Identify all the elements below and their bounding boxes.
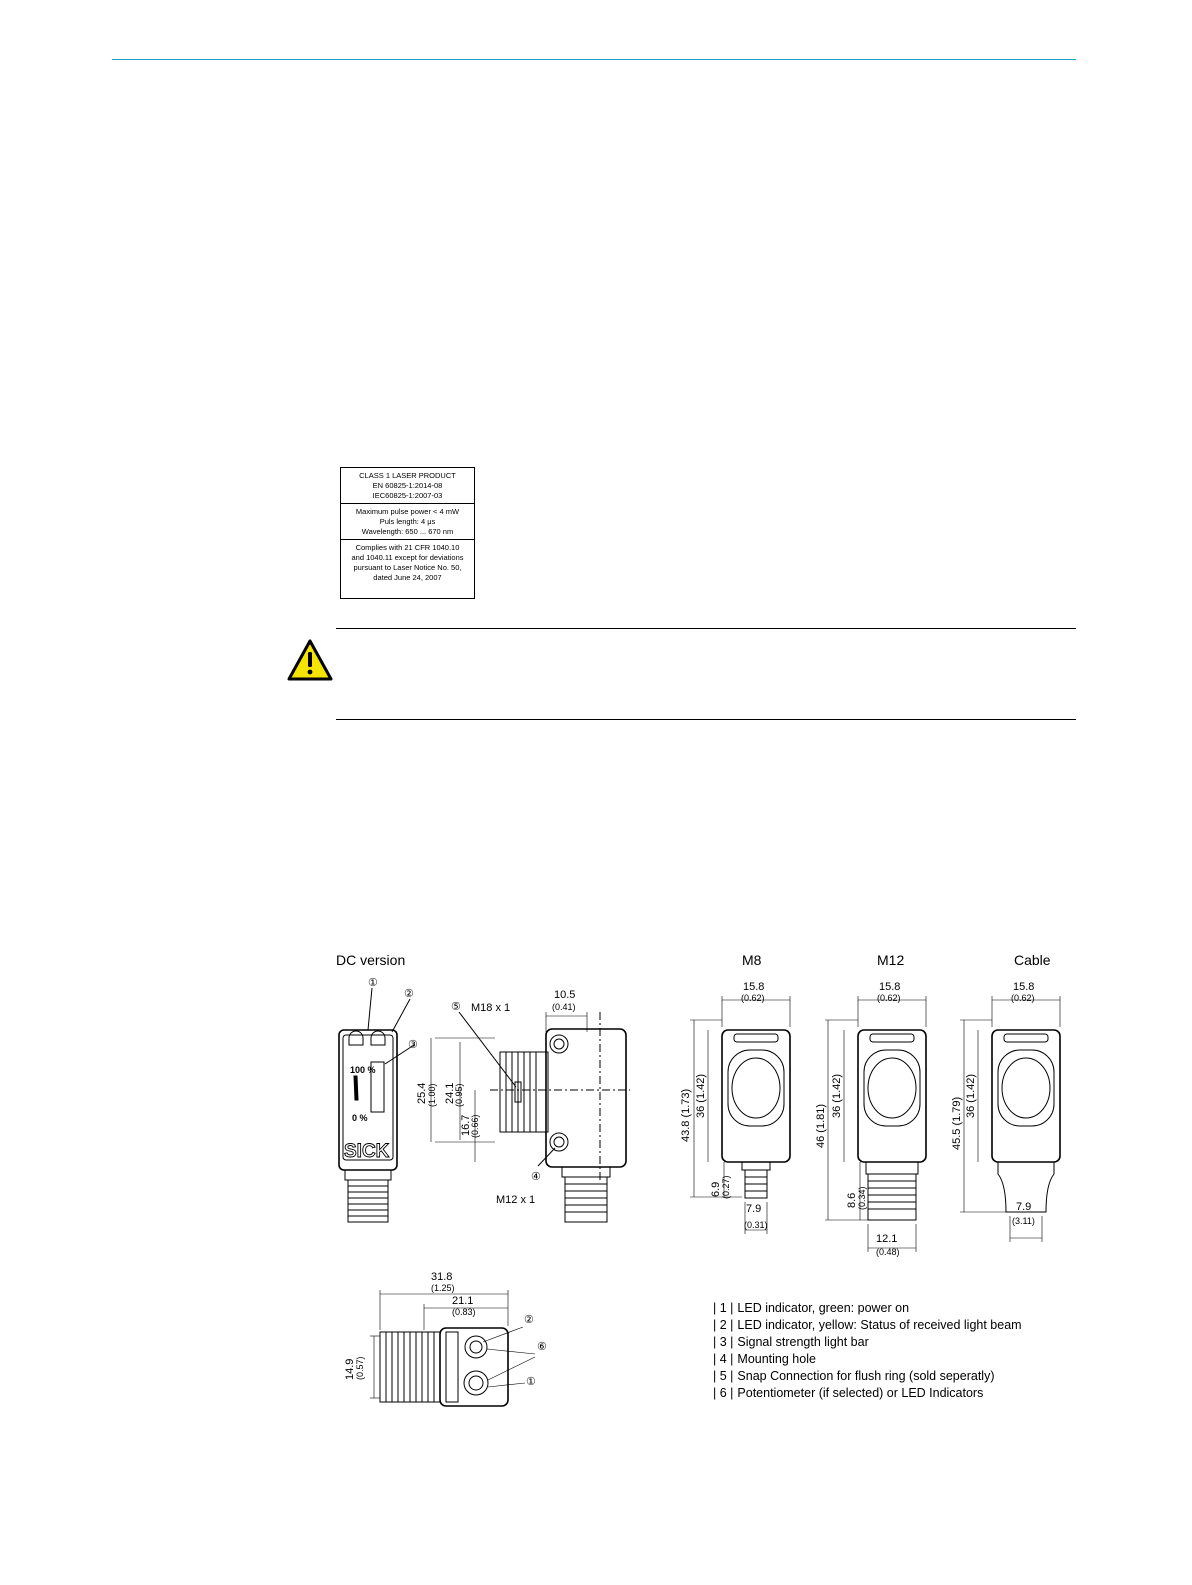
legend-item: | 2 |LED indicator, yellow: Status of re… [713, 1317, 1073, 1334]
cable-view [960, 996, 1061, 1242]
legend-item: | 4 |Mounting hole [713, 1351, 1073, 1368]
callout-2: ② [404, 988, 414, 1000]
callout-3: ③ [408, 1039, 418, 1051]
dim-25-4-inch: (1.00) [427, 1083, 437, 1107]
laser-label-line: CLASS 1 LASER PRODUCT [359, 471, 456, 480]
m8-connector-width-inch: (0.31) [744, 1220, 768, 1230]
m8-width: 15.8 [743, 981, 764, 993]
warning-rule-bottom [336, 719, 1076, 720]
title-m12: M12 [877, 952, 904, 968]
legend-text: LED indicator, yellow: Status of receive… [737, 1318, 1022, 1332]
legend-item: | 6 |Potentiometer (if selected) or LED … [713, 1385, 1073, 1402]
legend-number: | 5 | [713, 1369, 734, 1383]
callout-1: ① [368, 977, 378, 989]
dim-16-7: 16.7 [460, 1115, 472, 1136]
laser-label-line: Puls length: 4 μs [379, 517, 436, 526]
header-rule [112, 59, 1076, 60]
cable-width-inch: (0.62) [1011, 993, 1035, 1003]
cable-width: 15.8 [1013, 981, 1034, 993]
cable-end-width: 7.9 [1016, 1201, 1031, 1213]
title-dc-version: DC version [336, 952, 405, 968]
legend-number: | 1 | [713, 1301, 734, 1315]
title-m8: M8 [742, 952, 762, 968]
top-length-inch: (1.25) [431, 1283, 455, 1293]
cable-end-width-inch: (3.11) [1012, 1216, 1035, 1226]
laser-class-label: CLASS 1 LASER PRODUCT EN 60825-1:2014-08… [340, 467, 475, 599]
m12-connector-width: 12.1 [876, 1233, 897, 1245]
legend-number: | 2 | [713, 1318, 734, 1332]
dim-16-7-inch: (0.66) [470, 1114, 480, 1138]
m12-width: 15.8 [879, 981, 900, 993]
laser-label-line: dated June 24, 2007 [373, 573, 442, 582]
top-length: 31.8 [431, 1271, 452, 1283]
callout-5: ⑤ [451, 1001, 461, 1013]
top-body-length-inch: (0.83) [452, 1307, 476, 1317]
legend-number: | 4 | [713, 1352, 734, 1366]
laser-label-line: Wavelength: 650 ... 670 nm [361, 527, 454, 536]
legend-item: | 3 |Signal strength light bar [713, 1334, 1073, 1351]
m12-view [825, 996, 927, 1252]
legend-text: LED indicator, green: power on [737, 1301, 910, 1315]
top-callout-2: ② [524, 1314, 534, 1326]
dim-24-1: 24.1 [444, 1083, 456, 1104]
m8-view [690, 996, 791, 1234]
m12-connector-height-inch: (0.34) [857, 1186, 867, 1210]
cable-body-height: 36 (1.42) [965, 1074, 977, 1118]
laser-label-line: Maximum pulse power < 4 mW [355, 507, 460, 516]
legend-text: Snap Connection for flush ring (sold sep… [737, 1369, 995, 1383]
label-0-percent: 0 % [352, 1113, 368, 1123]
m12-total-height: 46 (1.81) [815, 1104, 827, 1148]
top-view [370, 1290, 536, 1407]
top-width: 14.9 [344, 1359, 356, 1380]
top-body-length: 21.1 [452, 1295, 473, 1307]
top-callout-1: ① [526, 1376, 536, 1388]
laser-label-line: EN 60825-1:2014-08 [372, 481, 443, 490]
m8-connector-height: 6.9 [710, 1182, 722, 1197]
callout-4: ④ [531, 1171, 541, 1183]
laser-label-line: and 1040.11 except for deviations [351, 553, 464, 562]
thread-m12: M12 x 1 [496, 1194, 535, 1206]
laser-label-line: Complies with 21 CFR 1040.10 [355, 543, 460, 552]
m8-connector-height-inch: (0.27) [721, 1175, 731, 1199]
laser-label-line: pursuant to Laser Notice No. 50, [353, 563, 462, 572]
legend-number: | 6 | [713, 1386, 734, 1400]
side-view [430, 1011, 630, 1223]
laser-label-compliance-section: Complies with 21 CFR 1040.10 and 1040.11… [341, 540, 474, 585]
m12-width-inch: (0.62) [877, 993, 901, 1003]
legend-item: | 1 |LED indicator, green: power on [713, 1300, 1073, 1317]
m8-total-height: 43.8 (1.73) [680, 1089, 692, 1142]
m8-body-height: 36 (1.42) [695, 1074, 707, 1118]
legend-item: | 5 |Snap Connection for flush ring (sol… [713, 1368, 1073, 1385]
dim-25-4: 25.4 [416, 1083, 428, 1104]
laser-label-specs-section: Maximum pulse power < 4 mW Puls length: … [341, 504, 474, 540]
sick-logo: SICK [344, 1141, 390, 1162]
legend-text: Mounting hole [737, 1352, 816, 1366]
laser-label-line: IEC60825-1:2007-03 [372, 491, 443, 500]
top-width-inch: (0.57) [355, 1356, 365, 1380]
warning-triangle-icon [287, 639, 333, 681]
top-callout-6: ⑥ [537, 1341, 547, 1353]
dim-24-1-inch: (0.95) [454, 1083, 464, 1107]
dimensional-drawing: DC version M8 M12 Cable 100 % 0 % SICK ①… [336, 952, 1061, 1407]
m12-connector-width-inch: (0.48) [876, 1247, 900, 1257]
cable-total-height: 45.5 (1.79) [951, 1097, 963, 1150]
m8-width-inch: (0.62) [741, 993, 765, 1003]
laser-label-class-section: CLASS 1 LASER PRODUCT EN 60825-1:2014-08… [341, 468, 474, 504]
dim-10-5: 10.5 [554, 989, 575, 1001]
m8-connector-width: 7.9 [746, 1203, 761, 1215]
warning-rule-top [336, 628, 1076, 629]
legend-text: Signal strength light bar [737, 1335, 869, 1349]
legend: | 1 |LED indicator, green: power on | 2 … [713, 1300, 1073, 1402]
thread-m18: M18 x 1 [471, 1002, 510, 1014]
m12-body-height: 36 (1.42) [831, 1074, 843, 1118]
front-view [338, 987, 415, 1223]
dim-10-5-inch: (0.41) [552, 1002, 576, 1012]
label-100-percent: 100 % [350, 1065, 376, 1075]
legend-text: Potentiometer (if selected) or LED Indic… [737, 1386, 984, 1400]
title-cable: Cable [1014, 952, 1051, 968]
m12-connector-height: 8.6 [846, 1193, 858, 1208]
legend-number: | 3 | [713, 1335, 734, 1349]
